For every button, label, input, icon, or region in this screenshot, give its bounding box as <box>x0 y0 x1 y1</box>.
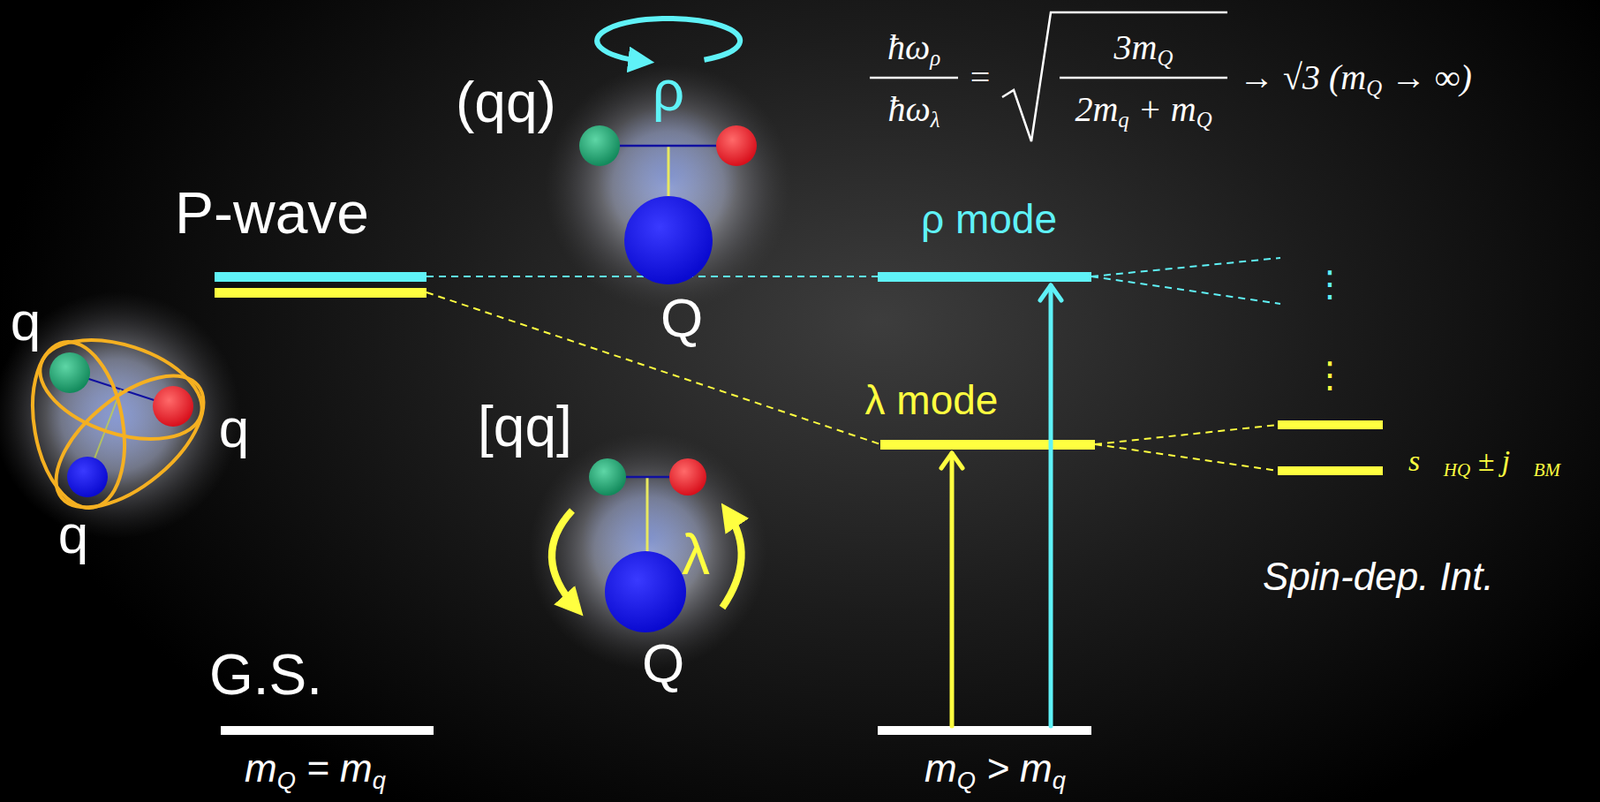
note-label: Spin-dep. Int. <box>1262 557 1495 597</box>
level-label: G.S. <box>209 646 323 703</box>
formula-term: → √3 (mQ → ∞) <box>1238 60 1472 96</box>
quark-label: q <box>218 400 250 456</box>
level-label: P-wave <box>174 183 370 242</box>
quark-label: Q <box>660 290 703 346</box>
spin-label: s⃗HQ ± j⃗BM <box>1408 445 1561 476</box>
mode-symbol: ρ <box>652 62 685 120</box>
formula-term: ħωρ <box>887 30 941 66</box>
quark-label: q <box>10 294 41 349</box>
formula-term: ħωλ <box>888 91 941 128</box>
formula-term: 2mq + mQ <box>1074 91 1212 128</box>
level-label: λ mode <box>865 379 999 421</box>
formula-sign: = <box>970 60 991 96</box>
mass-condition: mQ = mq <box>244 748 386 788</box>
quark-label: q <box>58 506 89 562</box>
mode-symbol: λ <box>681 526 710 583</box>
formula-term: 3mQ <box>1114 30 1174 66</box>
ellipsis: ⋮ <box>1312 356 1348 393</box>
level-label: ρ mode <box>920 198 1057 240</box>
ellipsis: ⋮ <box>1312 265 1348 302</box>
mass-condition: mQ > mq <box>924 748 1066 788</box>
quark-label: Q <box>641 635 685 691</box>
diquark-label: [qq] <box>477 398 573 455</box>
diquark-label: (qq) <box>455 74 557 131</box>
